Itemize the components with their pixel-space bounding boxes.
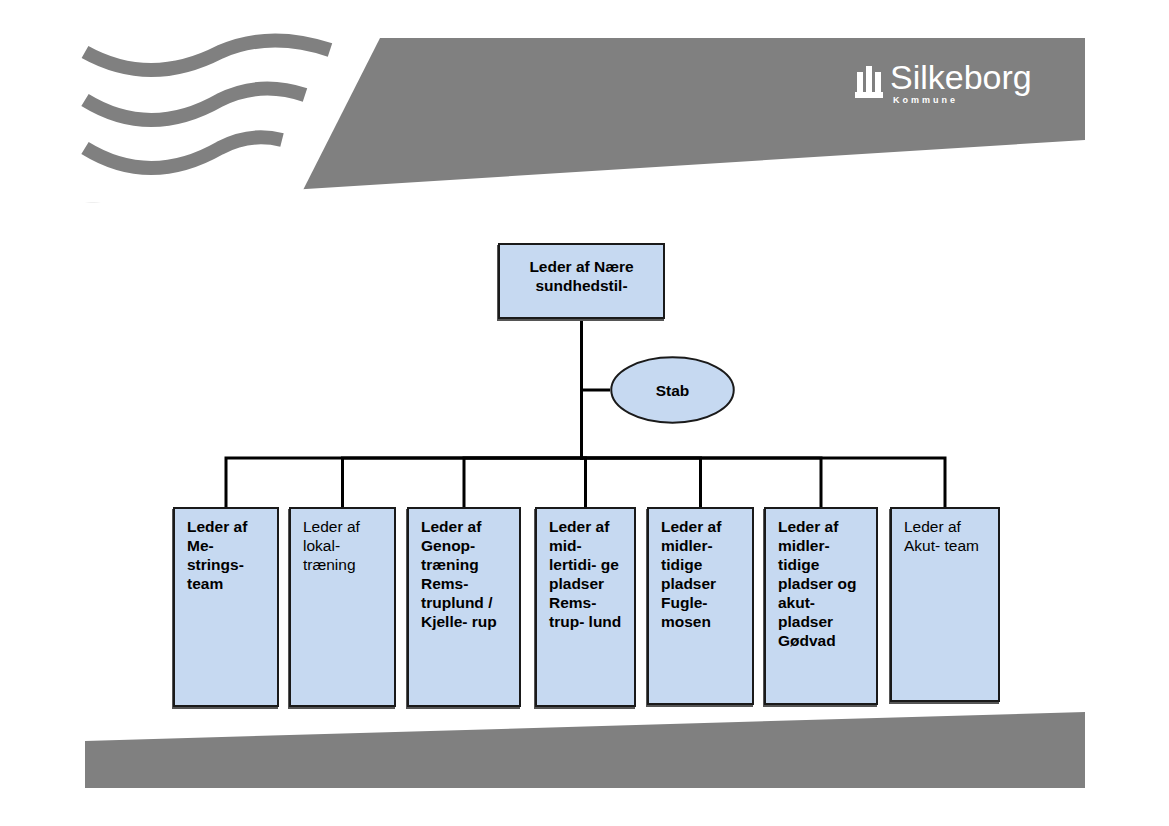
org-box: Leder af midler- tidige pladser og akut-… <box>764 507 878 705</box>
header-band <box>85 38 1085 203</box>
logo-icon <box>855 66 883 98</box>
node-text: Stab <box>656 381 690 400</box>
wave-pattern <box>85 40 330 168</box>
logo-text: Silkeborg <box>890 60 1032 94</box>
org-connector <box>226 319 582 507</box>
org-box: Leder af Nære sundhedstil- <box>498 243 665 319</box>
org-connector <box>582 319 822 507</box>
logo-subtext: Kommune <box>893 96 958 105</box>
node-text: Leder af Akut- team <box>904 517 992 555</box>
org-connector <box>343 319 582 507</box>
node-text: Leder af Nære sundhedstil- <box>508 257 655 295</box>
org-connector <box>582 319 946 507</box>
staff-ellipse: Stab <box>610 356 735 424</box>
node-text: Leder af Genop- træning Rems- truplund /… <box>421 517 513 631</box>
node-text: Leder af midler- tidige pladser og akut-… <box>778 517 870 650</box>
wave-panel <box>85 38 380 203</box>
org-box: Leder af midler- tidige pladser Fugle- m… <box>647 507 754 705</box>
org-box: Leder af lokal- træning <box>289 507 396 707</box>
node-text: Leder af lokal- træning <box>303 517 388 574</box>
node-text: Leder af mid- lertidi- ge pladser Rems- … <box>549 517 628 631</box>
org-box: Leder af Akut- team <box>890 507 1000 702</box>
footer-band <box>85 712 1085 788</box>
org-box: Leder af mid- lertidi- ge pladser Rems- … <box>535 507 636 707</box>
node-text: Leder af midler- tidige pladser Fugle- m… <box>661 517 746 631</box>
node-text: Leder af Me- strings- team <box>187 517 271 593</box>
org-connector <box>464 319 582 507</box>
org-connector <box>582 319 611 390</box>
org-box: Leder af Me- strings- team <box>173 507 279 707</box>
org-box: Leder af Genop- træning Rems- truplund /… <box>407 507 521 707</box>
